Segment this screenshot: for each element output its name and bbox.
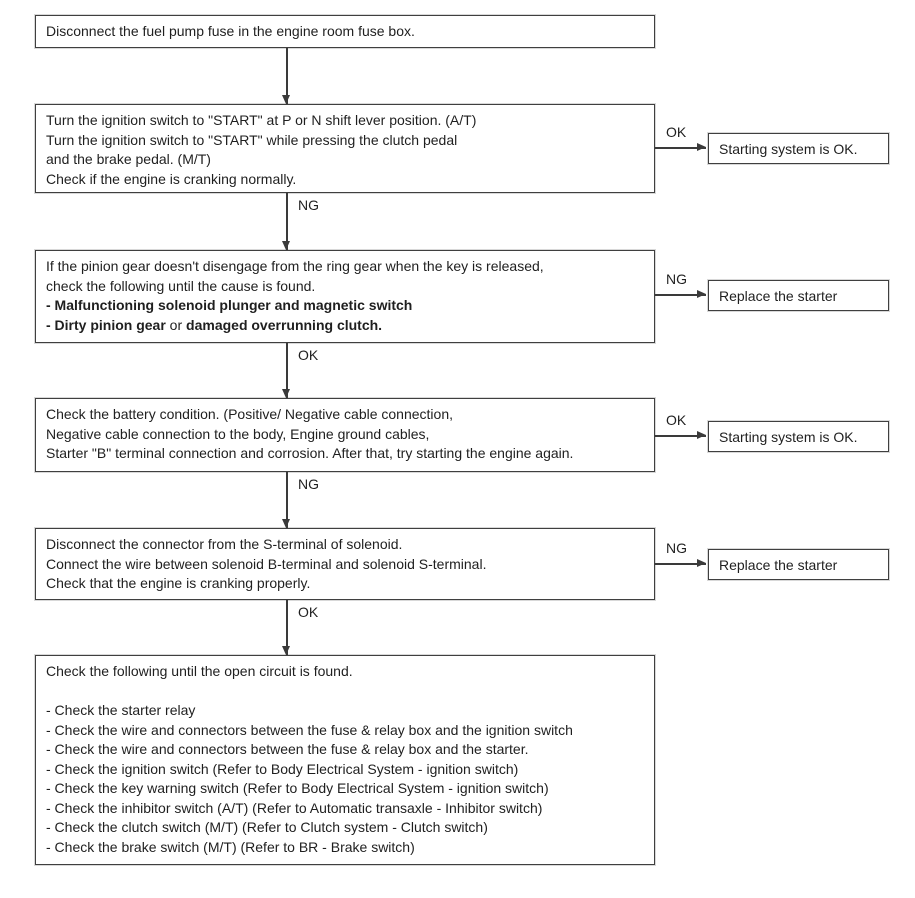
step-box-6: Check the following until the open circu… xyxy=(35,655,655,865)
result-box-4: Replace the starter xyxy=(708,549,889,580)
branch-label-1: OK xyxy=(666,124,687,140)
branch-label-2: NG xyxy=(666,271,687,287)
down-arrow-icon-4 xyxy=(283,472,289,528)
branch-arrow-icon-3 xyxy=(655,432,706,438)
result-text-4: Replace the starter xyxy=(719,556,838,573)
step-text-2: Turn the ignition switch to "START" at P… xyxy=(46,112,477,187)
step-box-4: Check the battery condition. (Positive/ … xyxy=(35,398,655,472)
branch-arrow-icon-1 xyxy=(655,144,706,150)
down-arrow-icon-1 xyxy=(283,48,289,104)
step-box-3: If the pinion gear doesn't disengage fro… xyxy=(35,250,655,343)
branch-arrow-icon-2 xyxy=(655,291,706,297)
step-text-3: If the pinion gear doesn't disengage fro… xyxy=(46,258,544,333)
result-box-2: Replace the starter xyxy=(708,280,889,311)
down-label-2: NG xyxy=(298,197,319,213)
down-arrow-icon-2 xyxy=(283,193,289,250)
down-label-4: NG xyxy=(298,476,319,492)
step-text-5: Disconnect the connector from the S-term… xyxy=(46,536,487,591)
step-box-1: Disconnect the fuel pump fuse in the eng… xyxy=(35,15,655,48)
result-box-3: Starting system is OK. xyxy=(708,421,889,452)
result-text-1: Starting system is OK. xyxy=(719,140,858,157)
down-arrow-icon-3 xyxy=(283,343,289,398)
branch-label-3: OK xyxy=(666,412,687,428)
down-label-3: OK xyxy=(298,347,319,363)
branch-label-4: NG xyxy=(666,540,687,556)
down-label-5: OK xyxy=(298,604,319,620)
step-text-4: Check the battery condition. (Positive/ … xyxy=(46,406,574,461)
step-box-2: Turn the ignition switch to "START" at P… xyxy=(35,104,655,193)
result-text-2: Replace the starter xyxy=(719,287,838,304)
branch-arrow-icon-4 xyxy=(655,560,706,566)
result-box-1: Starting system is OK. xyxy=(708,133,889,164)
step-text-6: Check the following until the open circu… xyxy=(46,663,573,855)
step-box-5: Disconnect the connector from the S-term… xyxy=(35,528,655,600)
down-arrow-icon-5 xyxy=(283,600,289,655)
result-text-3: Starting system is OK. xyxy=(719,428,858,445)
step-text-1: Disconnect the fuel pump fuse in the eng… xyxy=(46,23,415,39)
